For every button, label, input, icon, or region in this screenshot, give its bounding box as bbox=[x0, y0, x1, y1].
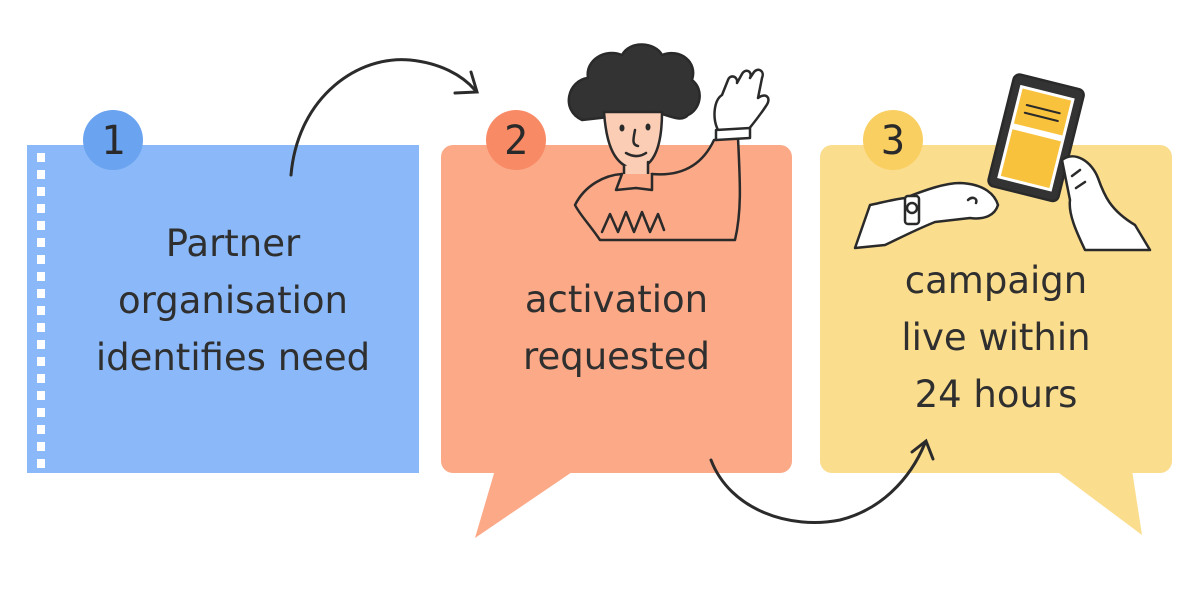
step-2-text: activation requested bbox=[441, 271, 792, 385]
step-1-badge bbox=[83, 110, 143, 170]
step-3-line-1: campaign bbox=[904, 259, 1088, 302]
step-1-card bbox=[27, 145, 419, 473]
tablet-in-hands-icon bbox=[853, 73, 1152, 252]
step-2-line-2: requested bbox=[523, 335, 710, 378]
step-1-line-2: organisation bbox=[118, 279, 348, 322]
person-waving-icon bbox=[567, 43, 770, 242]
notepad-binding-holes bbox=[37, 153, 45, 468]
step-1-text: Partner organisation identifies need bbox=[60, 215, 406, 386]
arrow-2-to-3 bbox=[709, 438, 935, 524]
step-3-number: 3 bbox=[881, 118, 905, 164]
step-1-line-3: identifies need bbox=[95, 336, 371, 379]
step-1-number: 1 bbox=[101, 118, 125, 164]
step-2-line-1: activation bbox=[524, 278, 709, 321]
arrow-1-to-2 bbox=[289, 58, 479, 177]
step-3-text: campaign live within 24 hours bbox=[820, 252, 1172, 423]
step-3-line-2: live within bbox=[901, 316, 1091, 359]
step-3-line-3: 24 hours bbox=[914, 373, 1078, 416]
step-2-number: 2 bbox=[504, 118, 528, 164]
step-1-line-1: Partner bbox=[165, 222, 301, 265]
step-2-badge bbox=[486, 110, 546, 170]
step-3-badge bbox=[863, 110, 923, 170]
